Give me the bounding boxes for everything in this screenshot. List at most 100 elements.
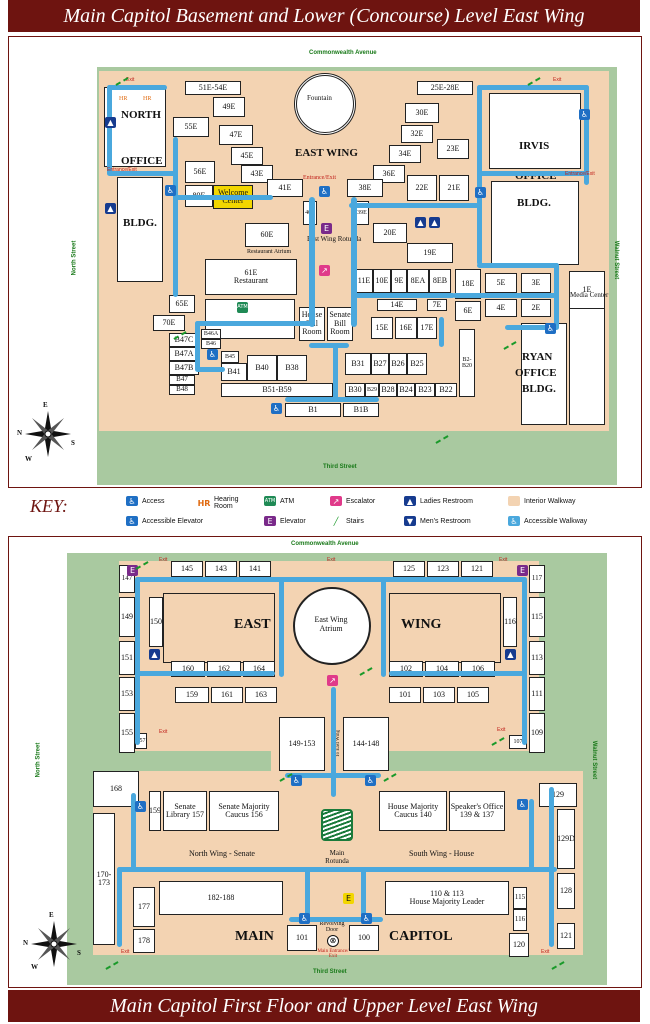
east-block[interactable] (163, 593, 275, 663)
irvis-bldg[interactable] (491, 181, 579, 265)
room-161[interactable]: 161 (211, 687, 243, 703)
room-21e[interactable]: 21E (439, 175, 469, 201)
room-125[interactable]: 125 (393, 561, 425, 577)
room-17e[interactable]: 17E (417, 317, 437, 339)
room-109[interactable]: 109 (529, 713, 545, 753)
room-7e[interactable]: 7E (427, 299, 447, 311)
room-149[interactable]: 149 (119, 597, 135, 637)
room-177[interactable]: 177 (133, 887, 155, 927)
room-150[interactable]: 150 (149, 597, 163, 647)
room-2e[interactable]: 2E (521, 299, 551, 317)
room-60e[interactable]: 60E (245, 223, 289, 247)
room-113[interactable]: 113 (529, 641, 545, 675)
room-1e[interactable]: 1E (569, 271, 605, 309)
room-145[interactable]: 145 (171, 561, 203, 577)
room-120[interactable]: 120 (509, 933, 529, 957)
room-128[interactable]: 128 (557, 873, 575, 909)
room-116b[interactable]: 116 (513, 909, 527, 931)
room-16e[interactable]: 16E (395, 317, 417, 339)
speakers-office[interactable]: Speaker's Office 139 & 137 (449, 791, 505, 831)
room-8eb[interactable]: 8EB (429, 269, 451, 293)
room-6e[interactable]: 6E (455, 301, 481, 321)
room-121[interactable]: 121 (461, 561, 493, 577)
room-10e[interactable]: 10E (373, 269, 391, 293)
room-47e[interactable]: 47E (219, 125, 253, 145)
north-bldg[interactable] (117, 177, 163, 282)
room-3e[interactable]: 3E (521, 273, 551, 293)
room-4e[interactable]: 4E (485, 299, 517, 317)
room-b47a[interactable]: B47A (169, 347, 199, 361)
room-20e[interactable]: 20E (373, 223, 407, 243)
room-49e[interactable]: 49E (213, 97, 245, 117)
room-b23[interactable]: B23 (415, 383, 435, 397)
room-159b[interactable]: 159 (149, 791, 161, 831)
room-22e[interactable]: 22E (407, 175, 437, 201)
room-182-188[interactable]: 182-188 (159, 881, 283, 915)
room-155[interactable]: 155 (119, 713, 135, 753)
room-121b[interactable]: 121 (557, 923, 575, 949)
room-b38[interactable]: B38 (277, 355, 307, 381)
room-34e[interactable]: 34E (389, 145, 421, 163)
room-b25[interactable]: B25 (407, 353, 427, 375)
room-149-153[interactable]: 149-153 (279, 717, 325, 771)
room-153[interactable]: 153 (119, 677, 135, 711)
room-101b[interactable]: 101 (287, 925, 317, 951)
room-41e[interactable]: 41E (267, 179, 303, 197)
room-b27[interactable]: B27 (371, 353, 389, 375)
room-141[interactable]: 141 (239, 561, 271, 577)
room-45e[interactable]: 45E (231, 147, 263, 165)
room-129[interactable]: 129 (539, 783, 577, 807)
room-b1[interactable]: B1 (285, 403, 341, 417)
room-b31[interactable]: B31 (345, 353, 371, 375)
room-b28[interactable]: B28 (379, 383, 397, 397)
room-144-148[interactable]: 144-148 (343, 717, 389, 771)
room-170-173[interactable]: 170-173 (93, 813, 115, 945)
room-117[interactable]: 117 (529, 565, 545, 593)
room-b51-b59[interactable]: B51-B59 (221, 383, 333, 397)
room-b26[interactable]: B26 (389, 353, 407, 375)
room-100[interactable]: 100 (349, 925, 379, 951)
room-70e[interactable]: 70E (153, 315, 185, 331)
room-b41[interactable]: B41 (221, 363, 247, 381)
room-11e[interactable]: 11E (355, 269, 373, 293)
room-103[interactable]: 103 (423, 687, 455, 703)
room-b1b[interactable]: B1B (343, 403, 379, 417)
senate-bill-room[interactable]: Senate Bill Room (327, 307, 353, 341)
room-b48[interactable]: B48 (169, 385, 195, 395)
room-b40[interactable]: B40 (247, 355, 277, 381)
room-38e[interactable]: 38E (347, 179, 383, 197)
senate-majority-caucus[interactable]: Senate Majority Caucus 156 (209, 791, 279, 831)
room-56e[interactable]: 56E (185, 161, 215, 183)
room-163[interactable]: 163 (245, 687, 277, 703)
irvis-office-building[interactable] (489, 93, 581, 169)
room-b29[interactable]: B29 (365, 383, 379, 397)
room-65e[interactable]: 65E (169, 295, 195, 313)
room-55e[interactable]: 55E (173, 117, 209, 137)
room-b2-b20[interactable]: B2-B20 (459, 329, 475, 397)
room-151[interactable]: 151 (119, 641, 135, 675)
room-159[interactable]: 159 (175, 687, 209, 703)
room-15e[interactable]: 15E (371, 317, 393, 339)
room-8ea[interactable]: 8EA (407, 269, 429, 293)
room-5e[interactable]: 5E (485, 273, 517, 293)
house-majority-caucus[interactable]: House Majority Caucus 140 (379, 791, 447, 831)
room-105[interactable]: 105 (457, 687, 489, 703)
room-51e-54e[interactable]: 51E-54E (185, 81, 241, 95)
room-115[interactable]: 115 (529, 597, 545, 637)
room-b46a[interactable]: B46A (201, 329, 221, 339)
room-143[interactable]: 143 (205, 561, 237, 577)
room-9e[interactable]: 9E (391, 269, 407, 293)
room-43e[interactable]: 43E (241, 165, 273, 183)
ryan-wing[interactable] (569, 293, 605, 425)
senate-library[interactable]: Senate Library 157 (163, 791, 207, 831)
room-23e[interactable]: 23E (437, 139, 469, 159)
room-116[interactable]: 116 (503, 597, 517, 647)
room-14e[interactable]: 14E (377, 299, 417, 311)
room-b46[interactable]: B46 (201, 339, 221, 349)
room-b47[interactable]: B47 (169, 375, 195, 385)
room-25e-28e[interactable]: 25E-28E (417, 81, 473, 95)
room-b30[interactable]: B30 (345, 383, 365, 397)
room-101[interactable]: 101 (389, 687, 421, 703)
